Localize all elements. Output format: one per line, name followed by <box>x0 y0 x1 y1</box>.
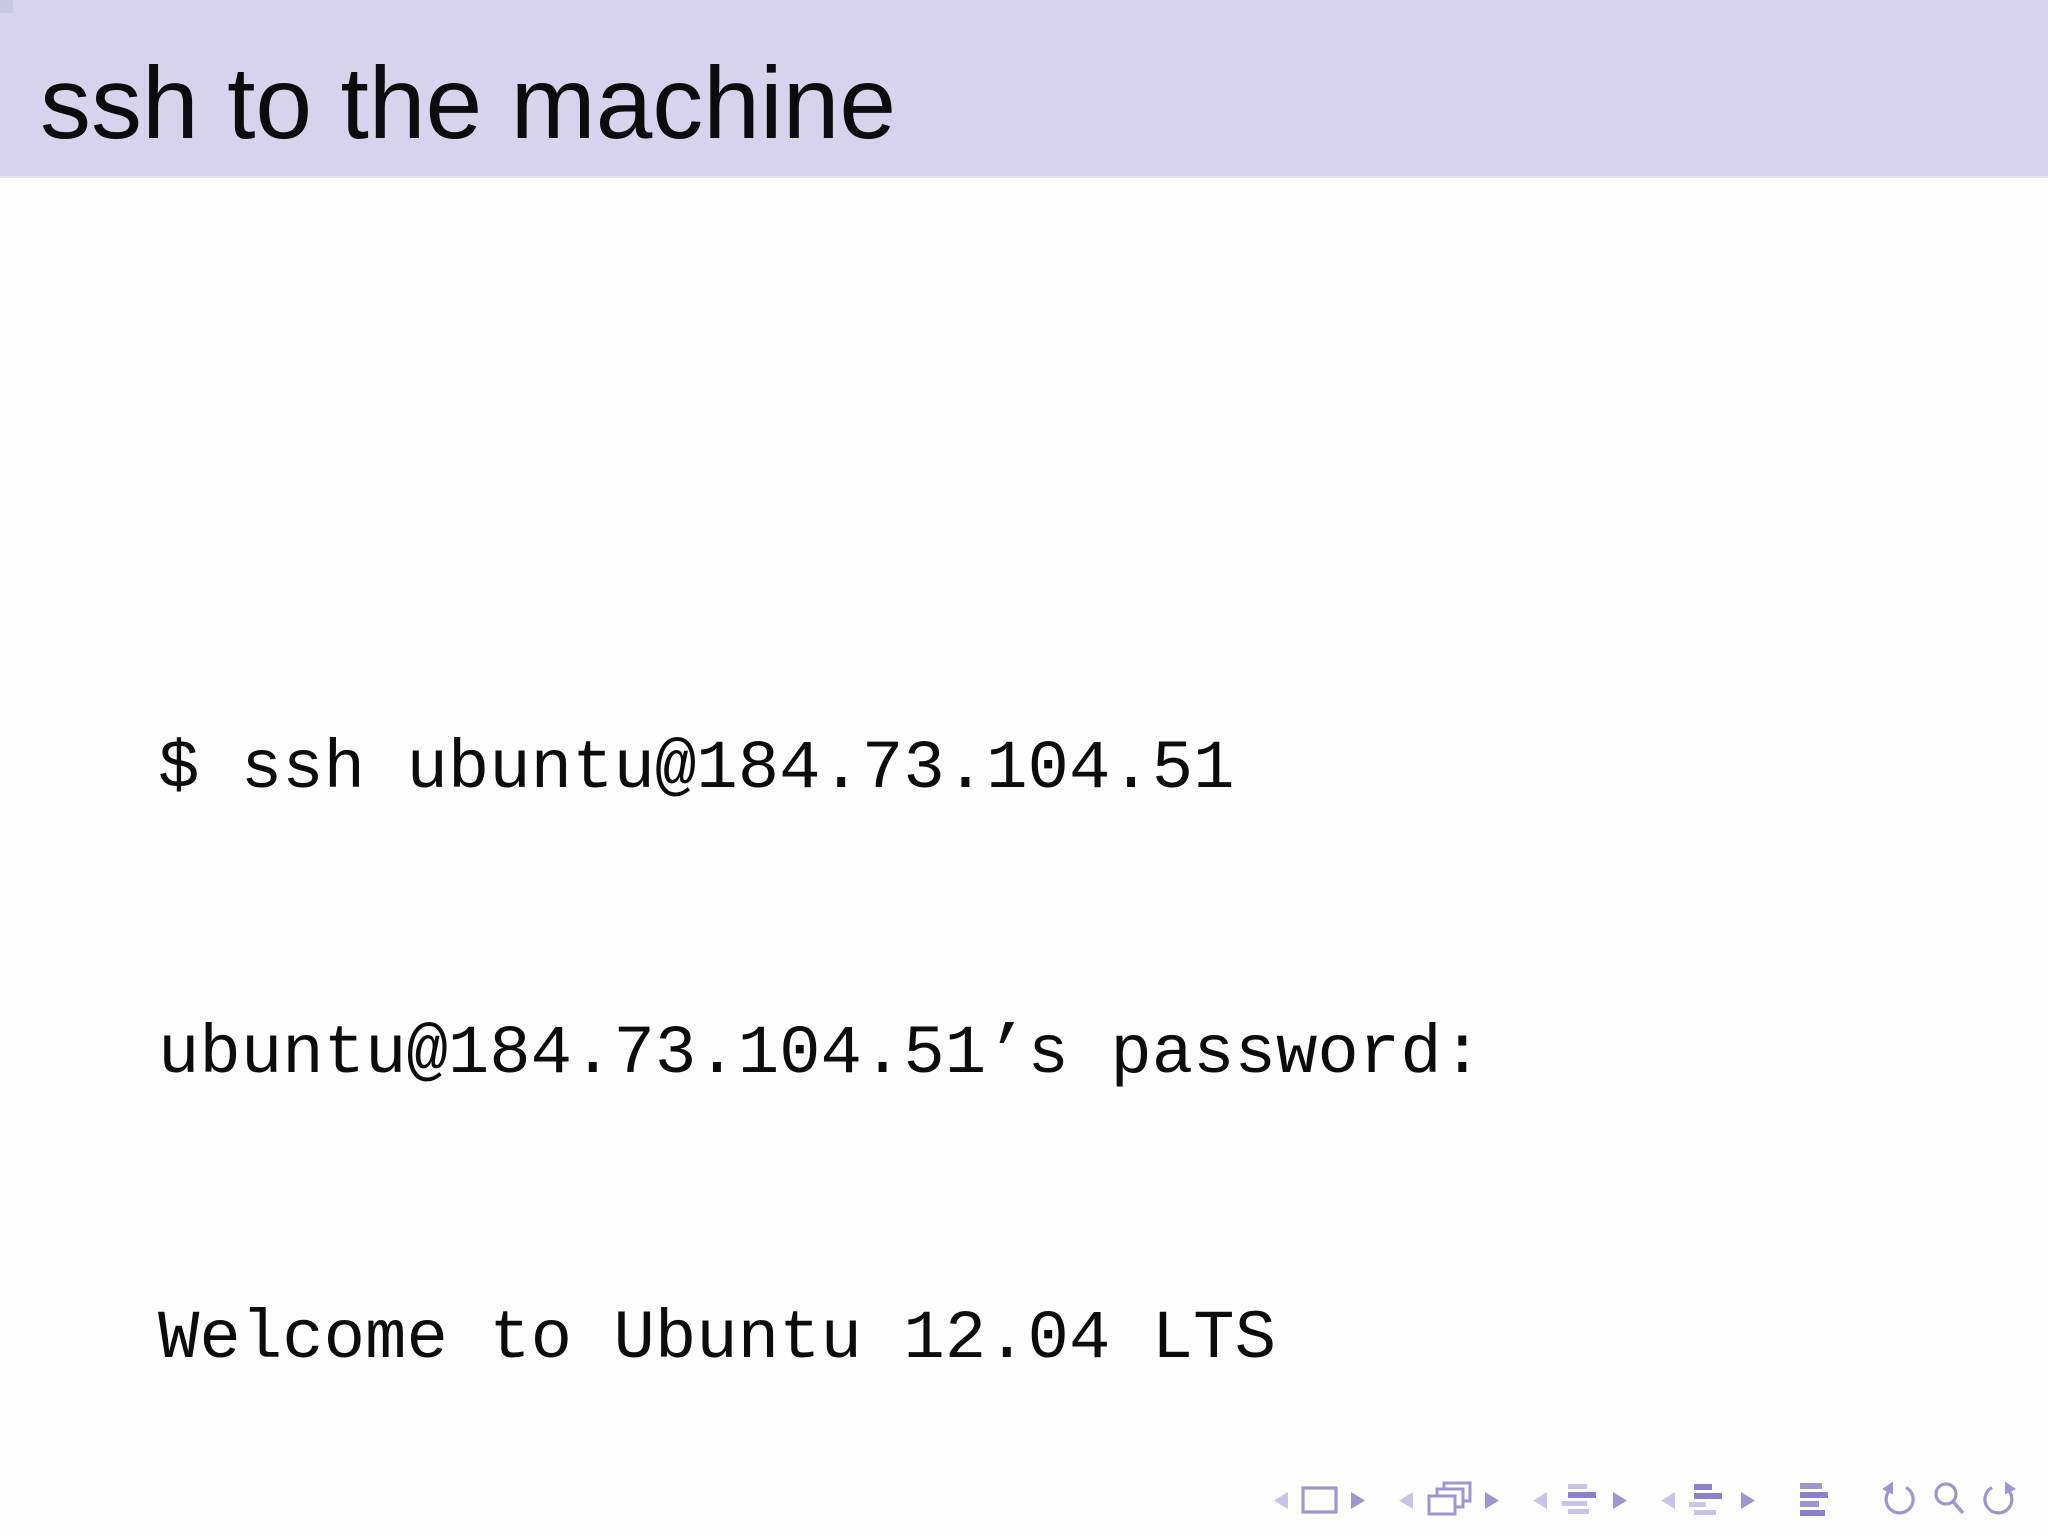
corner-artifact <box>0 0 13 13</box>
slide-icon[interactable] <box>1301 1486 1338 1514</box>
prev-section-arrow-icon[interactable] <box>1661 1491 1675 1509</box>
terminal-line: $ ssh ubuntu@184.73.104.51 <box>158 730 1235 808</box>
terminal-output: $ ssh ubuntu@184.73.104.51 ubuntu@184.73… <box>158 532 1607 1536</box>
back-icon[interactable] <box>1877 1480 1917 1520</box>
frames-icon[interactable] <box>1426 1481 1472 1519</box>
next-subsection-arrow-icon[interactable] <box>1613 1491 1627 1509</box>
presentation-navigation <box>1797 1482 1835 1518</box>
history-search <box>1877 1480 2021 1520</box>
frame-navigation <box>1399 1481 1499 1519</box>
document-outline-icon[interactable] <box>1797 1482 1835 1518</box>
subsection-navigation <box>1533 1483 1627 1517</box>
prev-frame-arrow-icon[interactable] <box>1399 1491 1413 1509</box>
slide-navigation <box>1274 1486 1365 1514</box>
next-frame-arrow-icon[interactable] <box>1485 1491 1499 1509</box>
next-slide-arrow-icon[interactable] <box>1351 1491 1365 1509</box>
forward-icon[interactable] <box>1981 1480 2021 1520</box>
next-section-arrow-icon[interactable] <box>1741 1491 1755 1509</box>
search-icon[interactable] <box>1930 1480 1968 1520</box>
section-outline-icon[interactable] <box>1688 1483 1728 1517</box>
terminal-line: ubuntu@184.73.104.51’s password: <box>158 1015 1484 1093</box>
section-navigation <box>1661 1483 1755 1517</box>
terminal-line: Welcome to Ubuntu 12.04 LTS <box>158 1300 1276 1378</box>
subsection-outline-icon[interactable] <box>1560 1483 1600 1517</box>
page-title: ssh to the machine <box>40 46 897 160</box>
slide-title-bar: ssh to the machine <box>0 0 2048 178</box>
prev-slide-arrow-icon[interactable] <box>1274 1491 1288 1509</box>
prev-subsection-arrow-icon[interactable] <box>1533 1491 1547 1509</box>
beamer-navigation-bar <box>1274 1480 2021 1520</box>
